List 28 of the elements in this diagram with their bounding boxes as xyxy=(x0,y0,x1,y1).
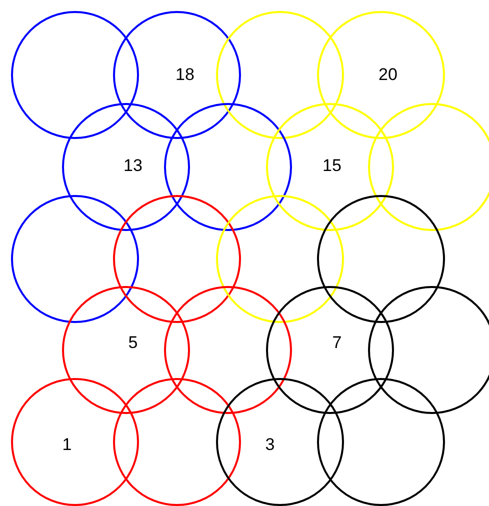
circle-outline xyxy=(62,286,190,414)
circle-outline xyxy=(216,195,344,323)
number-label: 7 xyxy=(332,333,342,353)
circle-outline xyxy=(317,11,445,139)
circle-outline xyxy=(368,103,489,231)
number-label: 13 xyxy=(124,156,142,176)
number-label: 5 xyxy=(128,333,138,353)
circle-outline xyxy=(216,378,344,506)
circle-outline xyxy=(62,103,190,231)
number-label: 1 xyxy=(62,435,72,455)
circle-outline xyxy=(11,378,139,506)
number-label: 3 xyxy=(265,435,275,455)
circle-outline xyxy=(266,103,394,231)
circle-outline xyxy=(317,378,445,506)
circle-outline xyxy=(164,286,292,414)
circle-outline xyxy=(11,195,139,323)
circle-outline xyxy=(368,286,489,414)
number-label: 18 xyxy=(176,65,194,85)
circle-outline xyxy=(266,286,394,414)
circle-outline xyxy=(113,378,241,506)
circle-outline xyxy=(113,195,241,323)
circle-outline xyxy=(113,11,241,139)
number-label: 20 xyxy=(378,65,398,85)
circle-outline xyxy=(317,195,445,323)
circle-outline xyxy=(216,11,344,139)
number-label: 15 xyxy=(322,156,342,176)
circle-outline xyxy=(164,103,292,231)
circle-outline xyxy=(11,11,139,139)
